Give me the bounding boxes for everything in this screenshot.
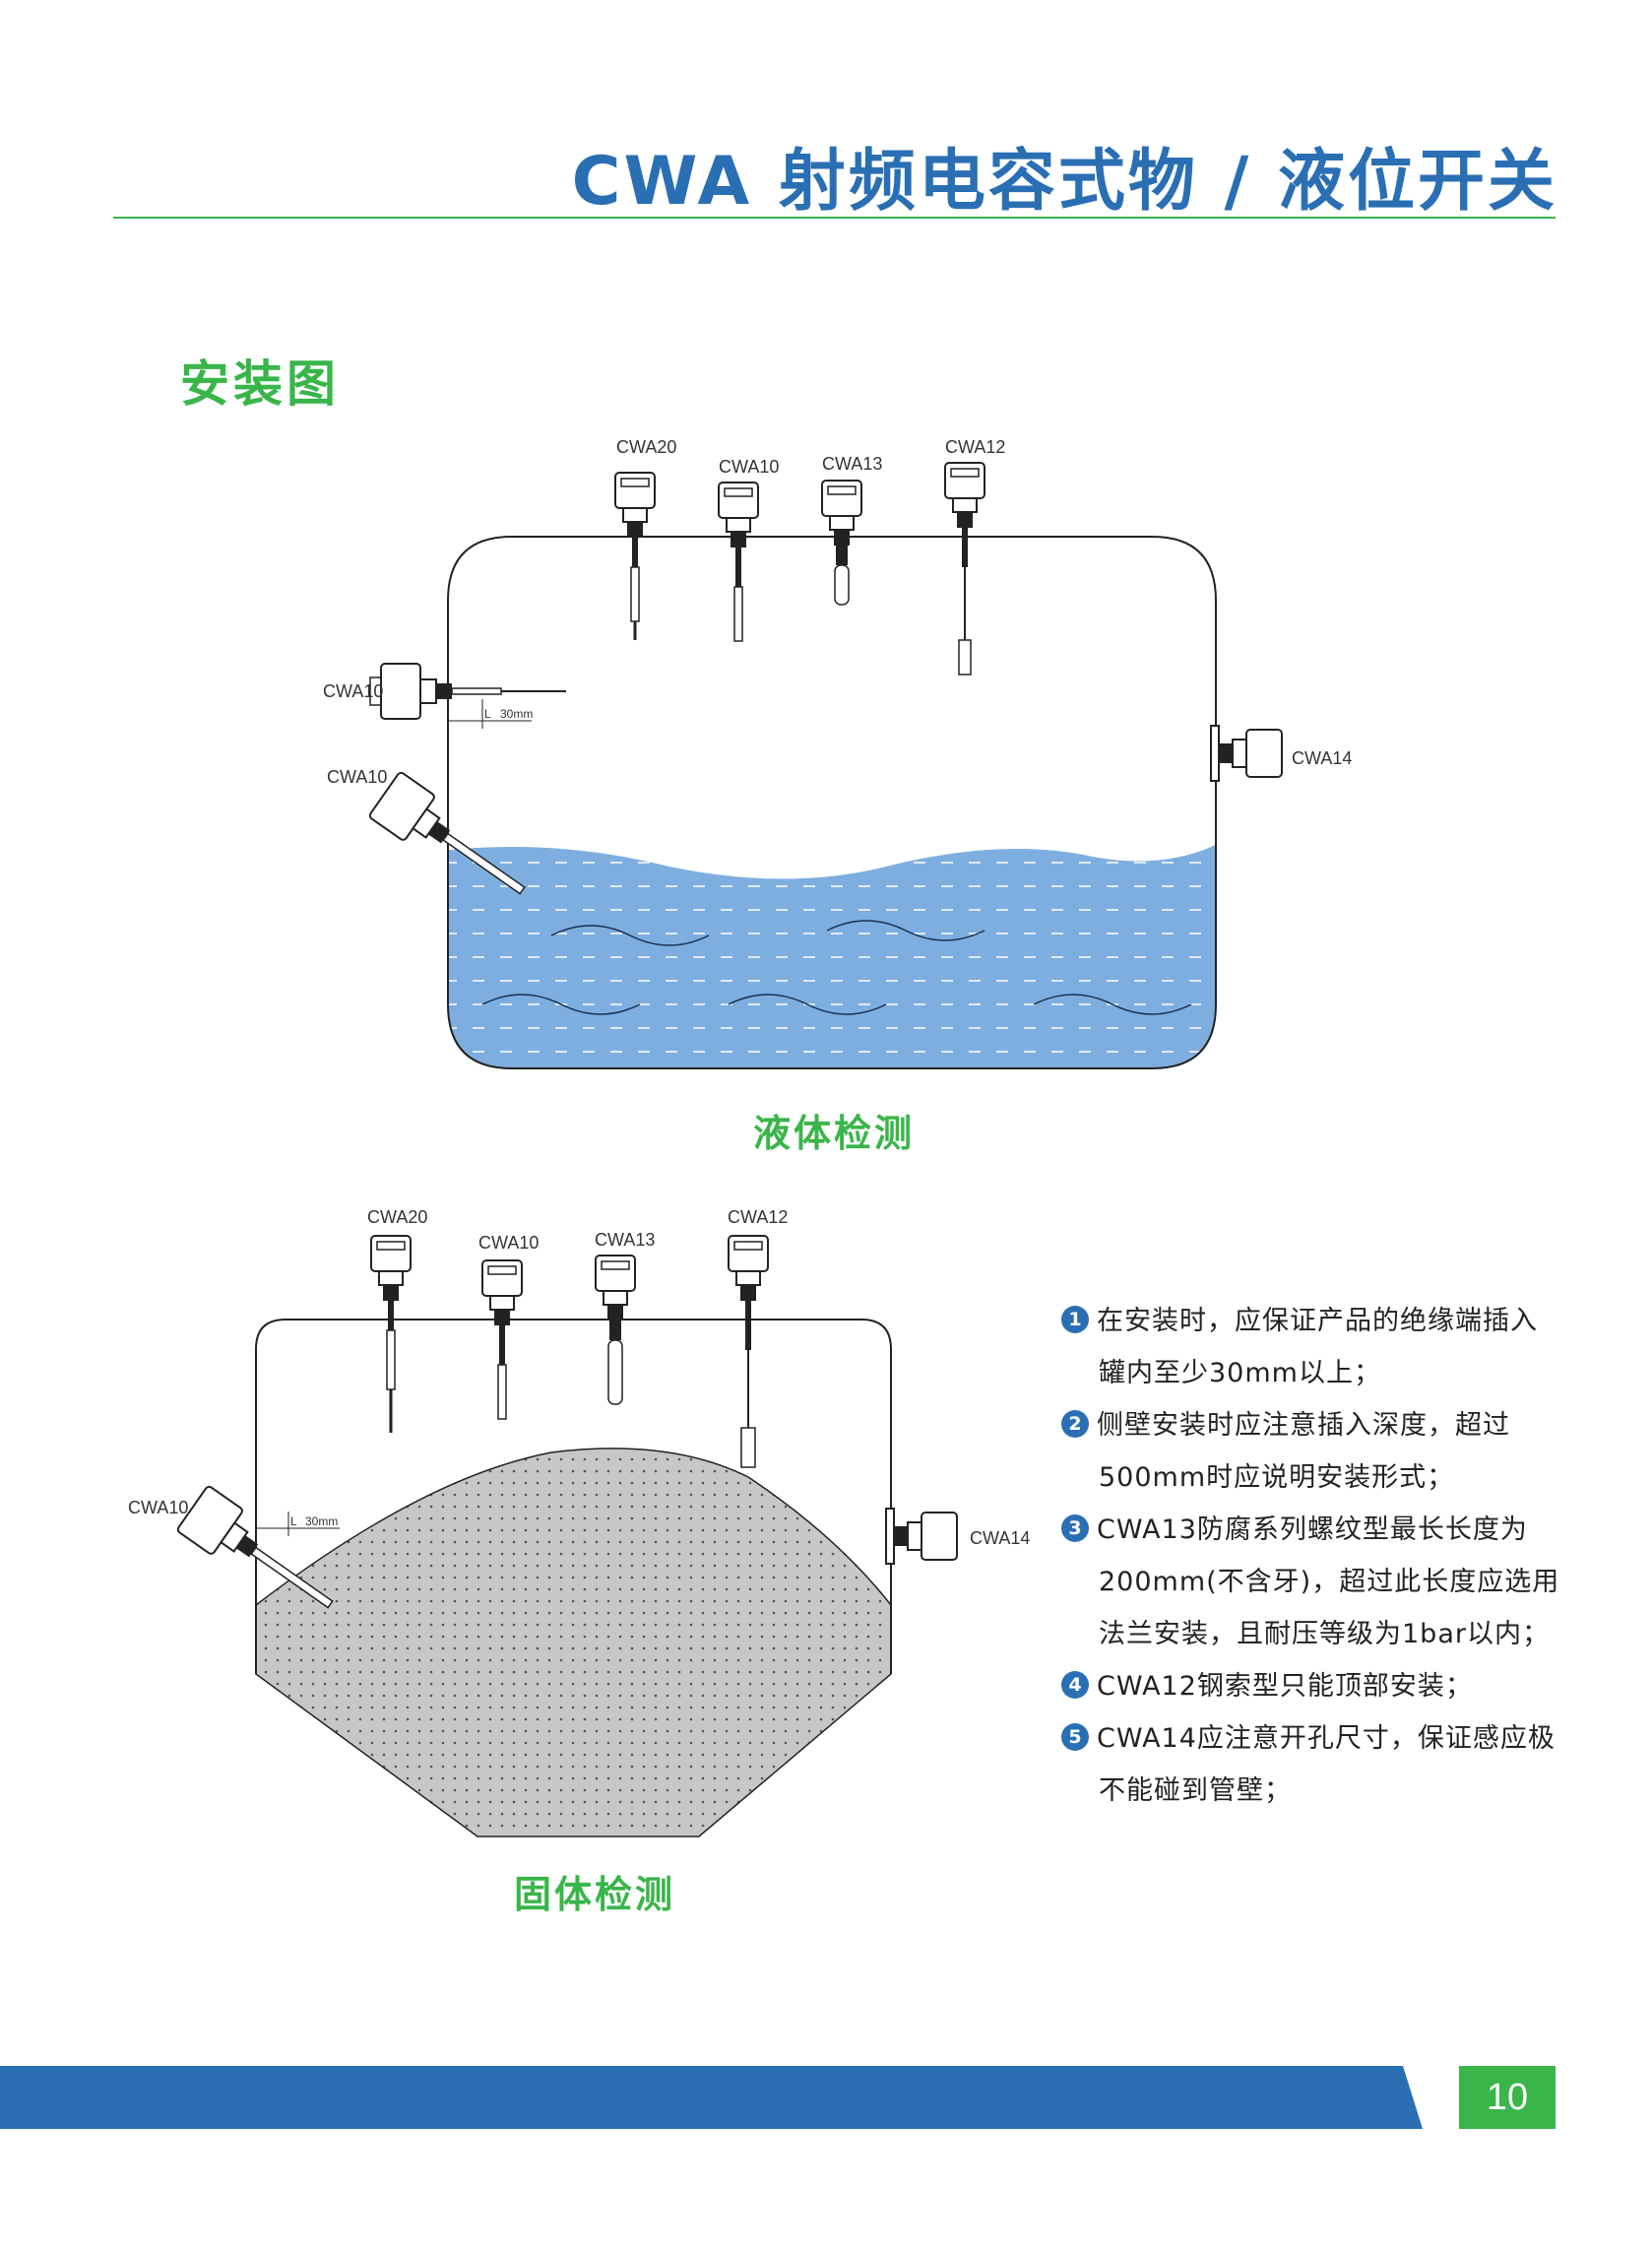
solid-detection-diagram: CWA20 CWA10 CWA13 CWA12 CWA10 CWA14 L 30… xyxy=(128,1207,1030,1837)
label-cwa20: CWA20 xyxy=(616,437,676,457)
sensor-cwa13 xyxy=(821,480,862,606)
sensor-cwa10-angled-solid xyxy=(176,1485,334,1609)
page-title: CWA 射频电容式物 / 液位开关 xyxy=(571,143,1557,221)
sensor-cwa12 xyxy=(944,462,985,676)
sensor-cwa10-side xyxy=(369,663,566,720)
sensor-cwa12-solid xyxy=(728,1235,769,1468)
liquid-caption: 液体检测 xyxy=(753,1112,916,1155)
note-number-icon: 2 xyxy=(1061,1409,1089,1438)
label-cwa10-side-solid: CWA10 xyxy=(128,1498,188,1517)
label-cwa20-solid: CWA20 xyxy=(367,1207,427,1227)
dimension-l-solid: L xyxy=(290,1514,297,1528)
title-divider xyxy=(113,217,1556,219)
solid-caption: 固体检测 xyxy=(514,1873,676,1916)
sensor-cwa13-solid xyxy=(595,1255,636,1405)
label-cwa10-angled: CWA10 xyxy=(327,767,387,787)
footer-wedge xyxy=(1403,2066,1462,2129)
label-cwa12-solid: CWA12 xyxy=(728,1207,788,1227)
label-cwa14-solid: CWA14 xyxy=(970,1528,1030,1548)
label-cwa10: CWA10 xyxy=(719,457,779,477)
note-number-icon: 3 xyxy=(1061,1513,1089,1542)
dimension-l: L xyxy=(484,707,491,721)
label-cwa14: CWA14 xyxy=(1292,748,1352,768)
label-cwa10-side: CWA10 xyxy=(323,681,383,701)
dimension-value: 30mm xyxy=(500,707,533,721)
sensor-cwa20 xyxy=(614,472,656,640)
label-cwa13-solid: CWA13 xyxy=(595,1230,655,1250)
dimension-value-solid: 30mm xyxy=(305,1514,338,1528)
label-cwa12: CWA12 xyxy=(945,437,1005,457)
note-number-icon: 5 xyxy=(1061,1722,1089,1751)
silo-outline xyxy=(255,1319,892,1674)
sensor-cwa10-angled xyxy=(368,771,526,895)
sensor-cwa20-solid xyxy=(370,1235,412,1433)
note-number-icon: 4 xyxy=(1061,1670,1089,1699)
page-number: 10 xyxy=(1459,2066,1556,2129)
sensor-cwa14-solid xyxy=(885,1508,958,1565)
note-number-icon: 1 xyxy=(1061,1305,1089,1333)
section-heading: 安装图 xyxy=(180,355,340,413)
sensor-cwa14 xyxy=(1210,725,1283,782)
sensor-cwa10-solid xyxy=(481,1259,523,1420)
sensor-cwa10-top xyxy=(718,482,759,642)
label-cwa13: CWA13 xyxy=(822,454,882,474)
label-cwa10-solid: CWA10 xyxy=(478,1233,539,1253)
tank-outline xyxy=(447,536,1217,1069)
liquid-detection-diagram: CWA20 CWA10 CWA13 CWA12 CWA10 CWA10 CWA1… xyxy=(323,437,1352,1069)
footer-bar xyxy=(0,2066,1442,2129)
